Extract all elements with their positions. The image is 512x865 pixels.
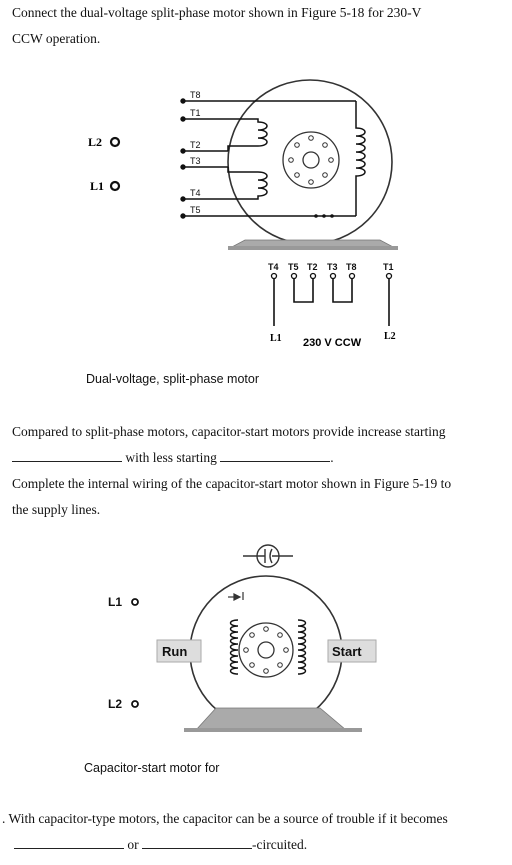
voltage-label: 230 V CCW: [303, 337, 362, 349]
question-1-line-1: Connect the dual-voltage split-phase mot…: [12, 5, 422, 20]
question-2-line-1: Compared to split-phase motors, capacito…: [12, 424, 446, 439]
lead-label-t2: T2: [190, 140, 201, 150]
supply-label-l1-fig2: L1: [108, 595, 122, 609]
motor-frame-circle: [227, 79, 393, 245]
line-label-l1: L1: [270, 333, 282, 344]
figure-1-caption: Dual-voltage, split-phase motor: [86, 372, 259, 386]
question-3-lead: .: [2, 811, 6, 826]
question-3-line-2: or -circuited.: [2, 832, 502, 858]
answer-blank-1[interactable]: [12, 447, 122, 462]
figure-capacitor-start-motor: Run Start L1 L2: [108, 544, 377, 732]
run-label: Run: [162, 644, 187, 659]
lead-label-t3: T3: [190, 156, 201, 166]
question-2-line-2-mid: with less starting: [125, 450, 217, 465]
start-label: Start: [332, 644, 362, 659]
rotor-hub: [302, 151, 320, 169]
terminal-label-t3: T3: [327, 262, 338, 272]
start-label-box: [327, 639, 377, 663]
figure-2-caption: Capacitor-start motor for: [84, 761, 220, 775]
lead-label-t4: T4: [190, 188, 201, 198]
capacitor-symbol: [243, 544, 293, 568]
lead-label-t1: T1: [190, 108, 201, 118]
terminal-label-t4: T4: [268, 262, 279, 272]
question-3-line-1: . With capacitor-type motors, the capaci…: [2, 806, 502, 832]
question-1-line-2: CCW operation.: [12, 31, 101, 46]
question-2-line-2-end: .: [330, 450, 334, 465]
question-2-line-4: the supply lines.: [12, 502, 101, 517]
lead-label-t5: T5: [190, 205, 201, 215]
terminal-label-t2: T2: [307, 262, 318, 272]
line-label-l2: L2: [384, 331, 396, 342]
question-2-line-3: Complete the internal wiring of the capa…: [12, 476, 452, 491]
supply-label-l2: L2: [88, 135, 102, 149]
motor-base-2: [195, 707, 348, 731]
run-label-box: [156, 639, 202, 663]
answer-blank-3[interactable]: [14, 834, 124, 849]
question-3-text: . With capacitor-type motors, the capaci…: [2, 806, 502, 858]
lead-label-t8: T8: [190, 90, 201, 100]
question-3-line-2-end: -circuited.: [252, 837, 308, 852]
question-2-text: Compared to split-phase motors, capacito…: [12, 419, 500, 523]
supply-label-l2-fig2: L2: [108, 697, 122, 711]
question-3-line-1-text: With capacitor-type motors, the capacito…: [8, 811, 448, 826]
terminal-label-t5: T5: [288, 262, 299, 272]
question-3-line-2-mid: or: [127, 837, 139, 852]
rotor-outer: [282, 131, 340, 189]
answer-blank-2[interactable]: [220, 447, 331, 462]
answer-blank-4[interactable]: [142, 834, 252, 849]
terminal-label-t8: T8: [346, 262, 357, 272]
motor-frame-circle-2: [189, 575, 343, 729]
supply-label-l1: L1: [90, 179, 104, 193]
question-2-line-2: with less starting .: [12, 445, 500, 471]
figure-dual-voltage-motor: L2 L1 T8 T1 T2 T3 T4 T5 T4 T5 T2 T3 T8 T…: [88, 79, 398, 349]
question-1-text: Connect the dual-voltage split-phase mot…: [12, 0, 500, 52]
terminal-label-t1: T1: [383, 262, 394, 272]
